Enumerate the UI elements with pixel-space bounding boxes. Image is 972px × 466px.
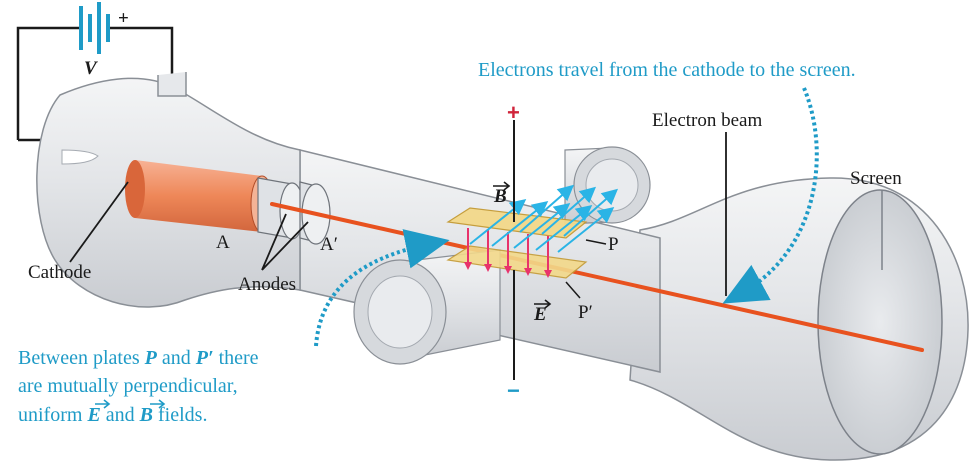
plus-terminal-sign: +	[507, 100, 520, 125]
top-note: Electrons travel from the cathode to the…	[478, 59, 856, 81]
p-prime-leader	[565, 281, 581, 299]
tube-top-nub	[157, 72, 187, 97]
bottom-note-and1: and	[157, 347, 196, 369]
anode-a	[257, 177, 305, 240]
bottom-note-line3: uniform E and B fields.	[18, 404, 207, 426]
e-field-label: E	[533, 299, 552, 325]
bottom-note-line2: are mutually perpendicular,	[18, 375, 238, 397]
electron-beam-label: Electron beam	[652, 110, 762, 131]
plate-p-label: P	[608, 234, 619, 255]
note-b-vector-arrow	[150, 399, 166, 409]
anode-a-label: A	[216, 232, 230, 253]
battery-plus-label: +	[118, 8, 129, 29]
glass-highlight	[61, 149, 99, 165]
electron-beam-line	[270, 202, 924, 352]
bottom-note-e: E	[86, 404, 100, 426]
screen-label: Screen	[850, 168, 902, 189]
e-field-lines	[464, 228, 552, 278]
top-note-arrow	[722, 87, 819, 304]
bottom-note-arrow	[314, 229, 450, 347]
plate-p-prime-label: P′	[578, 302, 593, 323]
p-leader	[585, 239, 607, 245]
battery-v-label: V	[84, 58, 98, 79]
magnet-pole-near	[353, 249, 501, 365]
anode-a-prime-label: A′	[320, 234, 338, 255]
svg-text:E: E	[533, 304, 547, 325]
b-field-label: B	[493, 181, 511, 207]
screen-face	[817, 189, 943, 455]
battery-icon	[79, 2, 110, 54]
minus-terminal-sign: −	[507, 378, 520, 403]
bottom-note-and3: and	[101, 404, 140, 426]
note-e-vector-arrow	[95, 399, 111, 409]
bottom-note-p: P	[144, 347, 158, 369]
cathode-label: Cathode	[28, 262, 91, 283]
plate-p	[446, 207, 588, 239]
svg-text:B: B	[493, 186, 507, 207]
bottom-note-l1b: there	[214, 347, 259, 369]
cathode-leader	[69, 181, 129, 263]
b-field-arrows	[469, 184, 619, 253]
bottom-note-b: B	[139, 404, 153, 426]
bottom-note-l3a: uniform	[18, 404, 87, 426]
anodes-label: Anodes	[238, 274, 296, 295]
bottom-note-l1a: Between plates	[18, 347, 145, 369]
bottom-note-l3c: fields.	[153, 404, 207, 426]
bottom-note-line1: Between plates P and P′ there	[18, 347, 259, 369]
bottom-note-pp: P′	[195, 347, 214, 369]
anodes-leader	[261, 213, 309, 271]
